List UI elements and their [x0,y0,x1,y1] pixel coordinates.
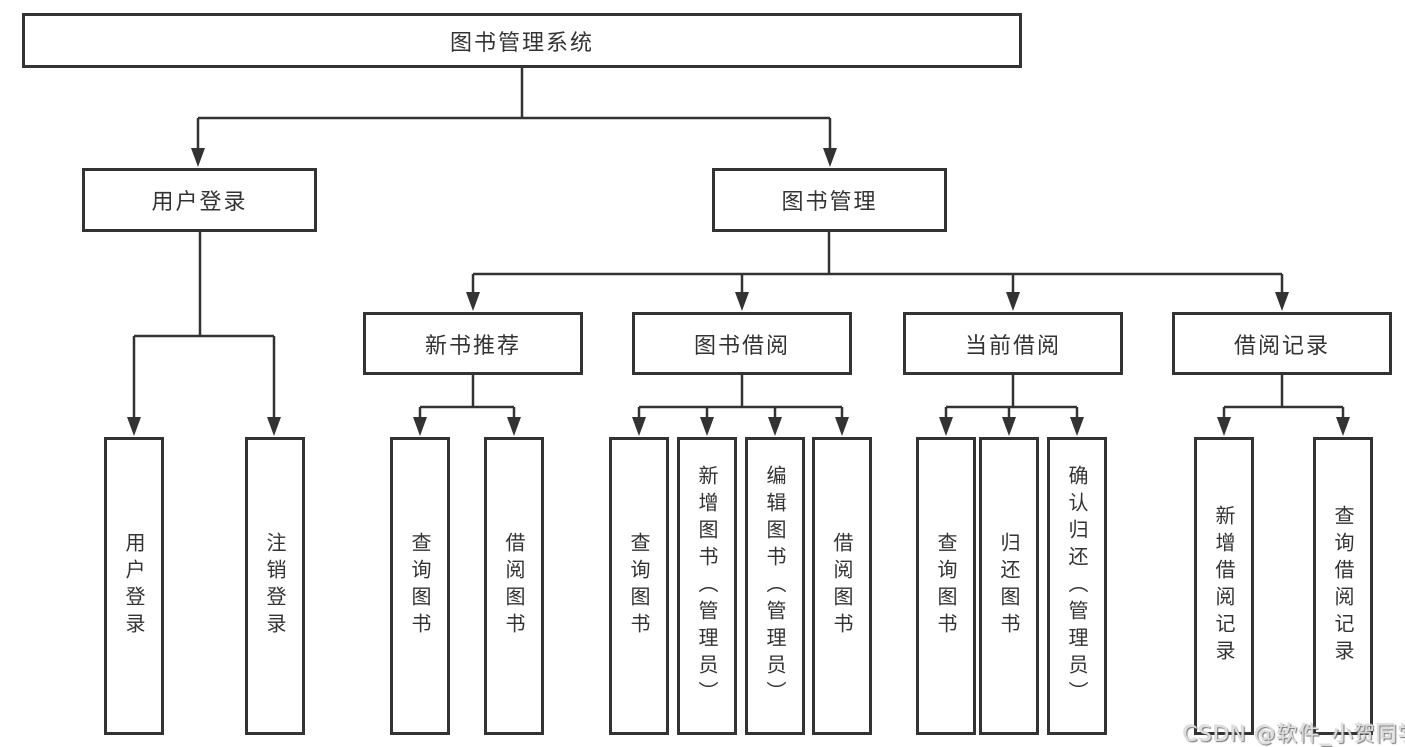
leaf-borrow-books-borrowing-label: 借阅图书 [830,532,854,640]
node-user-login: 用户登录 [82,168,317,232]
watermark-text: CSDN @软件_小贺同学 [1183,722,1405,746]
leaf-query-books-current: 查询图书 [916,437,976,735]
node-borrowing-records-label: 借阅记录 [1233,333,1330,359]
leaf-query-books-borrowing: 查询图书 [609,437,669,735]
node-book-borrowing-label: 图书借阅 [693,333,790,359]
leaf-query-books-recommend: 查询图书 [390,437,450,735]
node-root-system: 图书管理系统 [22,13,1022,68]
leaf-query-books-current-label: 查询图书 [934,532,958,640]
leaf-confirm-return-admin: 确认归还（管理员） [1047,437,1107,735]
leaf-confirm-return-admin-label: 确认归还（管理员） [1065,464,1089,708]
leaf-edit-books-admin: 编辑图书（管理员） [745,437,805,735]
node-new-book-recommend: 新书推荐 [363,312,583,375]
leaf-return-books: 归还图书 [979,437,1039,735]
leaf-edit-books-admin-label: 编辑图书（管理员） [763,464,787,708]
leaf-borrow-books-recommend: 借阅图书 [484,437,544,735]
leaf-user-login-label: 用户登录 [122,532,146,640]
arrowheads [127,148,1350,436]
leaf-return-books-label: 归还图书 [997,532,1021,640]
leaf-query-books-borrowing-label: 查询图书 [627,532,651,640]
leaf-query-books-recommend-label: 查询图书 [408,532,432,640]
node-current-borrowing: 当前借阅 [903,312,1123,375]
leaf-logout-label: 注销登录 [263,532,287,640]
node-new-book-recommend-label: 新书推荐 [424,333,521,359]
leaf-logout: 注销登录 [245,437,305,735]
leaf-borrow-books-borrowing: 借阅图书 [812,437,872,735]
leaf-add-borrow-record-label: 新增借阅记录 [1212,505,1236,667]
leaf-borrow-books-recommend-label: 借阅图书 [502,532,526,640]
leaf-add-books-admin: 新增图书（管理员） [677,437,737,735]
node-borrowing-records: 借阅记录 [1172,312,1392,375]
node-book-management: 图书管理 [712,168,947,232]
leaf-user-login: 用户登录 [104,437,164,735]
leaf-query-borrow-record: 查询借阅记录 [1313,437,1373,735]
tree-edges [132,68,1345,419]
leaf-add-borrow-record: 新增借阅记录 [1194,437,1254,735]
node-root-label: 图书管理系统 [449,30,594,56]
node-book-management-label: 图书管理 [781,190,878,215]
node-book-borrowing: 图书借阅 [632,312,852,375]
node-user-login-label: 用户登录 [151,190,248,215]
leaf-add-books-admin-label: 新增图书（管理员） [695,464,719,708]
node-current-borrowing-label: 当前借阅 [964,333,1061,359]
leaf-query-borrow-record-label: 查询借阅记录 [1331,505,1355,667]
